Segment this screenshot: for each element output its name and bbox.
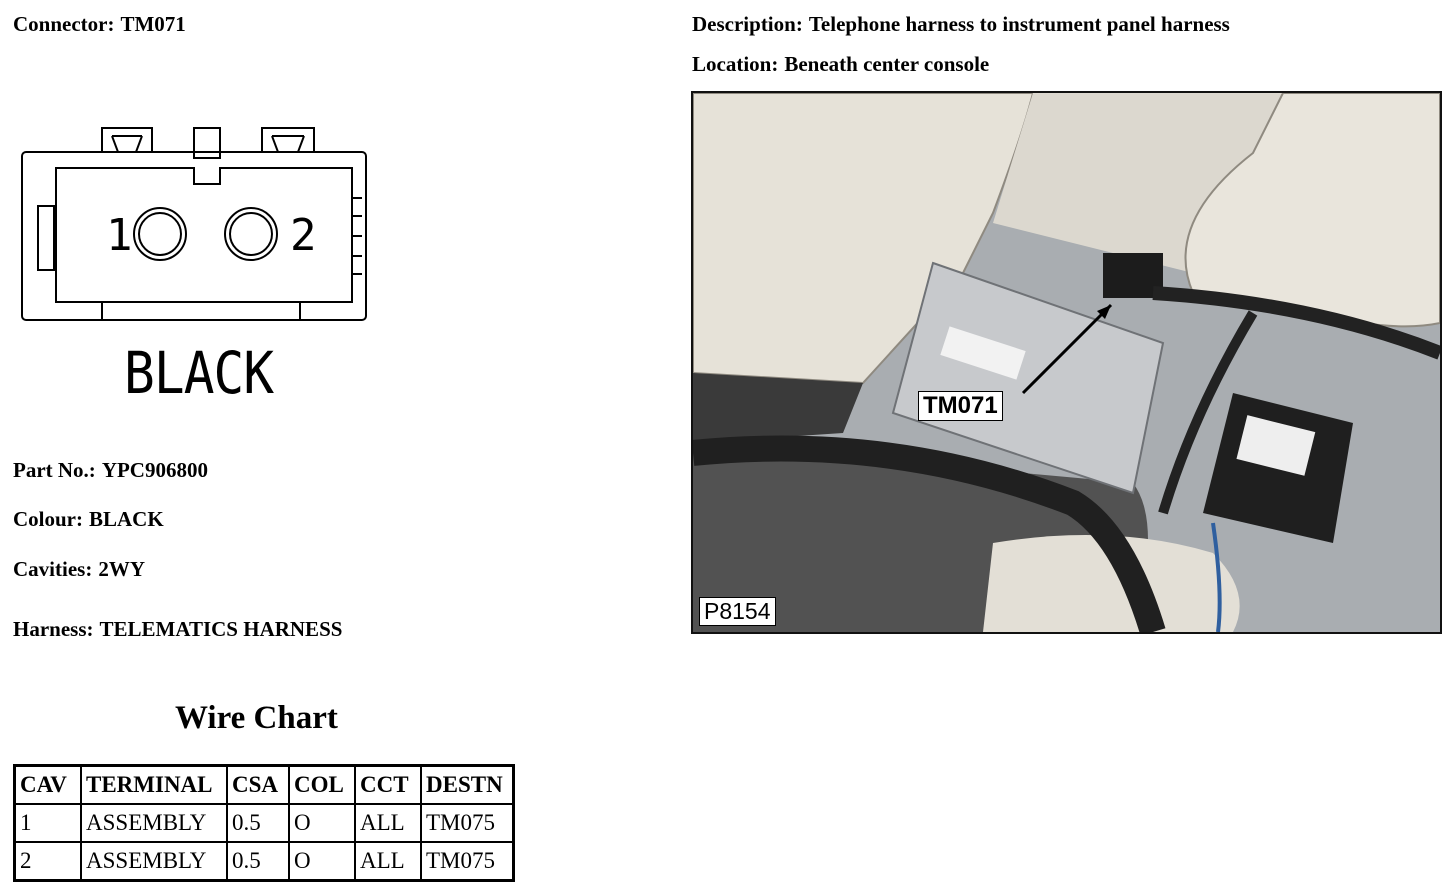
cell-destn: TM075 [420,841,515,882]
colour-value: BLACK [89,507,164,531]
cavity-2-number: 2 [290,210,317,261]
harness-label: Harness:TELEMATICS HARNESS [13,617,343,641]
wire-chart-table: CAV TERMINAL CSA COL CCT DESTN 1 ASSEMBL… [13,764,515,882]
connector-colour-text: BLACK [124,339,274,407]
photo-callout-label: TM071 [918,391,1003,422]
connector-shell [21,151,367,321]
photo-code-label: P8154 [699,596,776,626]
cell-destn: TM075 [420,803,515,843]
cell-cct: ALL [354,841,422,882]
table-row: 1 ASSEMBLY 0.5 O ALL TM075 [13,803,515,843]
latch-tab-left [101,127,153,153]
connector-value: TM071 [120,12,186,36]
header-csa: CSA [226,764,290,805]
location-photo: TM071 P8154 [691,91,1442,634]
header-col: COL [288,764,356,805]
cell-col: O [288,803,356,843]
description-value: Telephone harness to instrument panel ha… [808,12,1230,36]
table-row: 2 ASSEMBLY 0.5 O ALL TM075 [13,841,515,882]
description-label: Description:Telephone harness to instrum… [692,12,1230,36]
header-cct: CCT [354,764,422,805]
cavities-label: Cavities:2WY [13,557,145,581]
cell-cct: ALL [354,803,422,843]
header-cav: CAV [13,764,82,805]
cavity-2 [224,207,278,261]
header-terminal: TERMINAL [80,764,228,805]
connector-label: Connector:TM071 [13,12,186,36]
cell-cav: 1 [13,803,82,843]
cell-col: O [288,841,356,882]
latch-tab-right [261,127,315,153]
cell-csa: 0.5 [226,841,290,882]
part-no-label: Part No.:YPC906800 [13,458,208,482]
part-no-value: YPC906800 [101,458,208,482]
table-header-row: CAV TERMINAL CSA COL CCT DESTN [13,764,515,805]
cell-terminal: ASSEMBLY [80,841,228,882]
header-destn: DESTN [420,764,515,805]
location-label: Location:Beneath center console [692,52,990,76]
callout-arrow [1021,303,1113,395]
cavity-1-number: 1 [106,210,133,261]
location-value: Beneath center console [784,52,990,76]
cavities-value: 2WY [98,557,145,581]
photo-illustration [693,93,1440,632]
colour-label: Colour:BLACK [13,507,164,531]
cell-cav: 2 [13,841,82,882]
connector-face-diagram: 1 2 [21,127,367,321]
key-tab [193,127,221,159]
cavity-1 [133,207,187,261]
cell-csa: 0.5 [226,803,290,843]
harness-value: TELEMATICS HARNESS [99,617,343,641]
cell-terminal: ASSEMBLY [80,803,228,843]
wire-chart-title: Wire Chart [175,700,338,736]
